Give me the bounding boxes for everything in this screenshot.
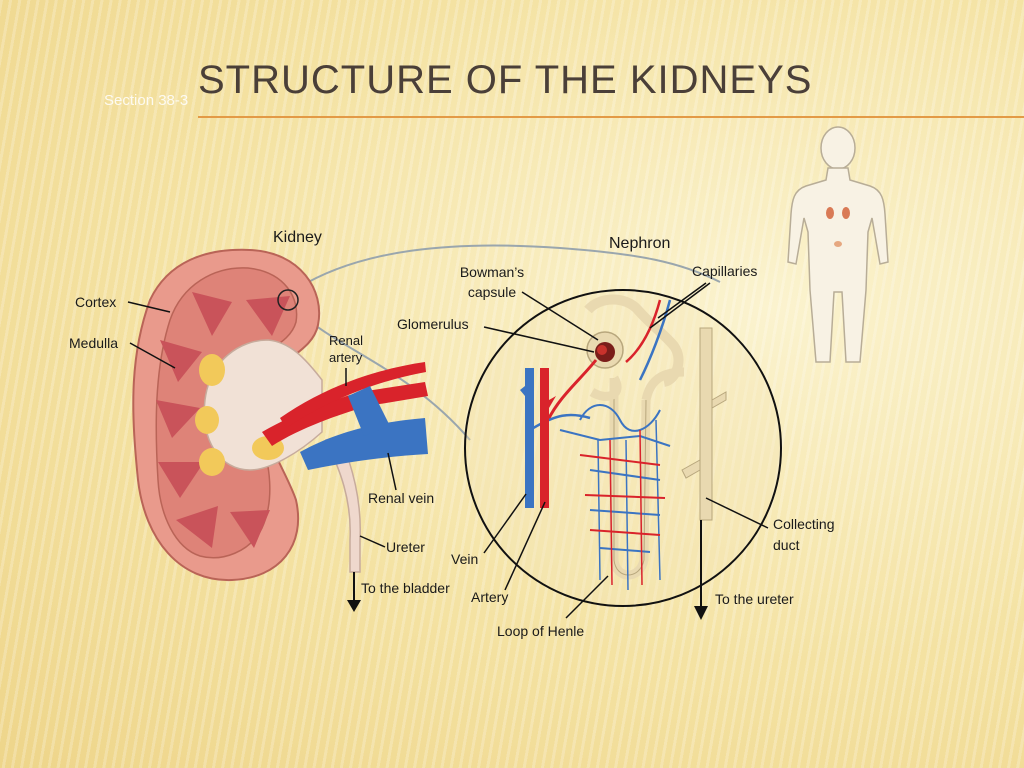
magnify-line-top	[297, 244, 721, 289]
label-to-ureter: To the ureter	[715, 591, 794, 607]
leader-lines	[127, 282, 769, 619]
label-to-bladder: To the bladder	[361, 580, 450, 596]
label-bowmans-2: capsule	[467, 284, 517, 300]
label-bowmans-1: Bowman’s	[459, 264, 525, 280]
body-silhouette	[787, 126, 889, 363]
nephron-magnified	[464, 289, 782, 620]
label-renal-vein: Renal vein	[368, 490, 435, 506]
label-vein: Vein	[451, 551, 479, 567]
label-ureter: Ureter	[386, 539, 425, 555]
label-nephron: Nephron	[609, 235, 671, 252]
label-glomerulus: Glomerulus	[397, 316, 469, 332]
label-collecting-2: duct	[773, 537, 800, 553]
label-kidney: Kidney	[273, 229, 322, 246]
kidney-cross-section	[132, 248, 428, 612]
label-renal-artery-1: Renal	[329, 333, 363, 348]
label-artery: Artery	[471, 589, 509, 605]
label-collecting-1: Collecting	[773, 516, 835, 532]
title-underline	[198, 116, 1024, 118]
label-renal-artery-2: artery	[329, 350, 363, 365]
label-capillaries: Capillaries	[692, 263, 758, 279]
section-number: Section 38-3	[104, 92, 189, 109]
label-loop-of-henle: Loop of Henle	[497, 623, 585, 639]
slide-title: Structure of the Kidneys	[198, 58, 813, 102]
label-cortex: Cortex	[75, 294, 117, 310]
label-medulla: Medulla	[69, 335, 119, 351]
